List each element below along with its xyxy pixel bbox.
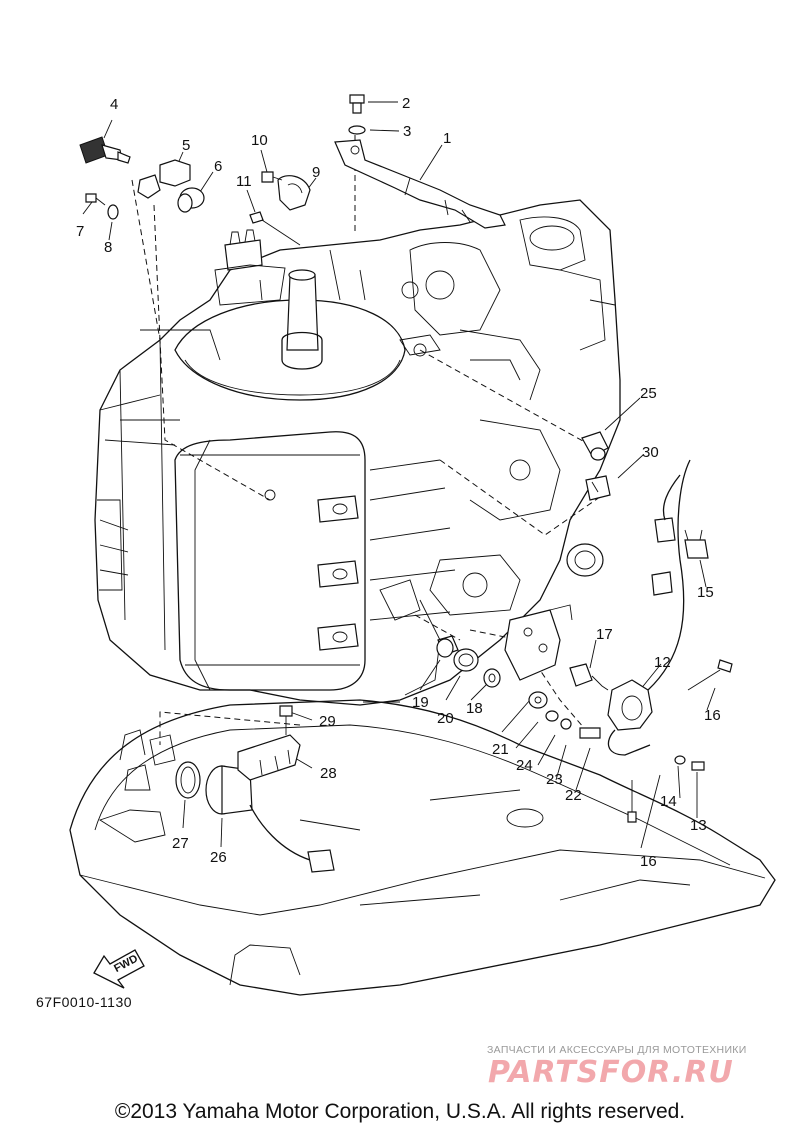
callout-12: 12 [654,654,671,671]
engine-block [94,199,621,706]
leader-lines [82,101,716,849]
diagram-code: 67F0010-1130 [36,994,133,1010]
callout-4: 4 [110,96,118,113]
callout-16-lower: 16 [640,853,657,870]
callout-19: 19 [412,694,429,711]
callout-7: 7 [76,223,84,240]
callout-21: 21 [492,741,509,758]
bottom-cowling [69,699,776,996]
callout-20: 20 [437,710,454,727]
callout-13: 13 [690,817,707,834]
callout-9: 9 [312,164,320,181]
fwd-arrow: FWD [93,949,145,989]
callout-25: 25 [640,385,657,402]
callout-labels: 1 2 3 4 5 6 7 8 9 10 11 12 13 14 15 16 1… [76,95,721,870]
callout-5: 5 [182,137,190,154]
callout-24: 24 [516,757,533,774]
callout-29: 29 [319,713,336,730]
callout-22: 22 [565,787,582,804]
callout-23: 23 [546,771,563,788]
callout-10: 10 [251,132,268,149]
copyright-notice: ©2013 Yamaha Motor Corporation, U.S.A. A… [114,1100,686,1123]
callout-14: 14 [660,793,677,810]
callout-2: 2 [402,95,410,112]
callout-28: 28 [320,765,337,782]
small-parts [79,94,733,873]
callout-11: 11 [236,173,252,190]
callout-18: 18 [466,700,483,717]
callout-3: 3 [403,123,411,140]
callout-16-upper: 16 [704,707,721,724]
callout-17: 17 [596,626,613,643]
callout-15: 15 [697,584,714,601]
callout-26: 26 [210,849,227,866]
callout-27: 27 [172,835,189,852]
watermark-logo: PARTSFOR.RU [488,1055,734,1090]
callout-30: 30 [642,444,659,461]
callout-8: 8 [104,239,112,256]
fwd-label: FWD [112,953,140,975]
callout-1: 1 [443,130,451,147]
callout-6: 6 [214,158,222,175]
watermark-caption: ЗАПЧАСТИ И АКСЕССУАРЫ ДЛЯ МОТОТЕХНИКИ [487,1044,747,1056]
